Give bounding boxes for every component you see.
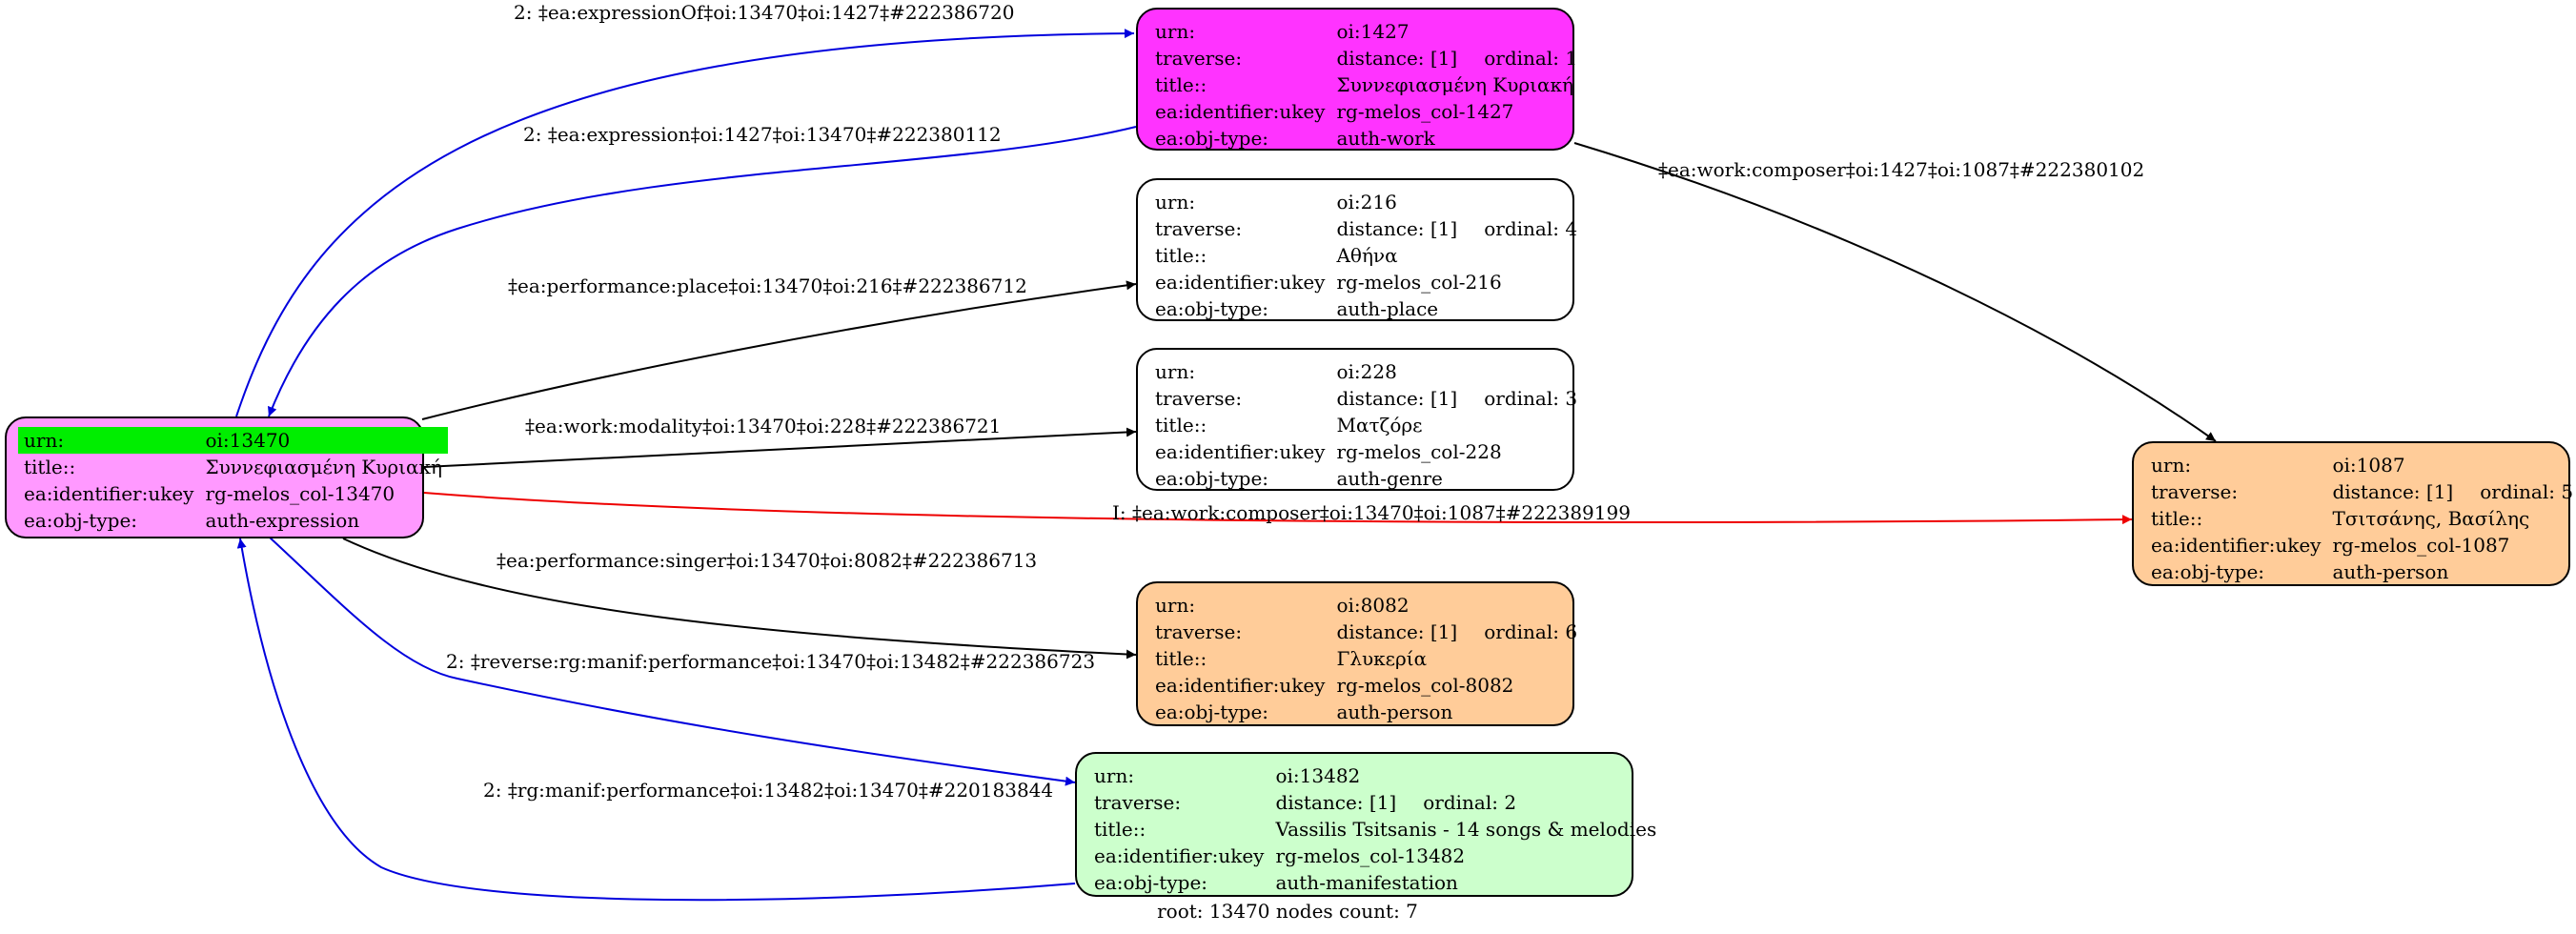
field-label: traverse:	[1155, 217, 1243, 240]
field-label: ea:identifier:ukey	[1155, 674, 1326, 697]
field-row-urn: urn: oi:13470	[18, 427, 448, 454]
field-value-ukey: rg-melos_col-13482	[1275, 844, 1466, 867]
field-label: ea:obj-type:	[1155, 700, 1269, 723]
node-root-expression[interactable]: urn: oi:13470 title:: Συννεφιασμένη Κυρι…	[5, 416, 448, 538]
edge-performance-singer	[342, 538, 1137, 660]
edge-label-manif-performance: 2: ‡rg:manif:performance‡oi:13482‡oi:134…	[483, 779, 1053, 802]
edge-label-expressionOf: 2: ‡ea:expressionOf‡oi:13470‡oi:1427‡#22…	[514, 1, 1014, 24]
field-label: title::	[1155, 414, 1207, 437]
field-label: ea:obj-type:	[1155, 127, 1269, 150]
node-genre[interactable]: urn: oi:228 traverse: distance: [1]ordin…	[1136, 348, 1577, 491]
field-label: traverse:	[1155, 47, 1243, 70]
field-label: ea:identifier:ukey	[1155, 100, 1326, 123]
field-row-title: title:: Συννεφιασμένη Κυριακή	[18, 454, 448, 480]
field-value-urn: oi:1087	[2332, 454, 2405, 477]
edge-label-performance-singer: ‡ea:performance:singer‡oi:13470‡oi:8082‡…	[497, 549, 1037, 572]
field-value-ukey: rg-melos_col-216	[1336, 271, 1502, 294]
field-value-title: Ματζόρε	[1336, 414, 1423, 437]
field-value-traverse: distance: [1]ordinal: 1	[1336, 47, 1578, 70]
field-row-ukey: ea:identifier:ukey rg-melos_col-13470	[18, 480, 448, 507]
field-label: urn:	[1155, 594, 1196, 617]
field-value-ukey: rg-melos_col-13470	[205, 482, 396, 505]
field-value-urn: oi:13482	[1275, 764, 1361, 787]
field-value-objtype: auth-person	[1336, 700, 1453, 723]
field-label: urn:	[1155, 360, 1196, 383]
field-label: ea:identifier:ukey	[1155, 440, 1326, 463]
field-label: ea:identifier:ukey	[2151, 534, 2322, 557]
edge-label-work-modality: ‡ea:work:modality‡oi:13470‡oi:228‡#22238…	[525, 415, 1001, 437]
field-label: ea:obj-type:	[1155, 297, 1269, 320]
edge-expressionOf	[235, 29, 1135, 417]
field-value-urn: oi:216	[1336, 191, 1397, 213]
field-value-objtype: auth-work	[1336, 127, 1435, 150]
field-value-ukey: rg-melos_col-1087	[2332, 534, 2510, 557]
edge-work-modality	[423, 427, 1137, 468]
field-value-traverse: distance: [1]ordinal: 3	[1336, 387, 1578, 410]
edge-work-composer	[1573, 142, 2217, 442]
field-label: title::	[1094, 818, 1146, 841]
field-value-title: Vassilis Tsitsanis - 14 songs & melodies	[1275, 818, 1657, 841]
field-label: ea:obj-type:	[1094, 871, 1208, 894]
field-label: urn:	[2151, 454, 2192, 477]
field-label: ea:identifier:ukey	[24, 482, 194, 505]
edge-performance-place	[421, 280, 1137, 420]
field-value-objtype: auth-expression	[205, 509, 360, 532]
field-label: ea:obj-type:	[1155, 467, 1269, 490]
field-label: ea:obj-type:	[24, 509, 138, 532]
field-label: traverse:	[2151, 480, 2239, 503]
field-value-title: Συννεφιασμένη Κυριακή	[205, 456, 442, 478]
node-manifestation[interactable]: urn: oi:13482 traverse: distance: [1]ord…	[1075, 752, 1656, 897]
node-work[interactable]: urn: oi:1427 traverse: distance: [1]ordi…	[1136, 8, 1577, 151]
edge-manif-performance	[236, 538, 1076, 902]
field-value-urn: oi:13470	[199, 427, 448, 454]
edge-label-expression: 2: ‡ea:expression‡oi:1427‡oi:13470‡#2223…	[523, 123, 1002, 146]
field-value-traverse: distance: [1]ordinal: 6	[1336, 620, 1578, 643]
field-label: title::	[1155, 73, 1207, 96]
field-label: urn:	[18, 427, 200, 454]
field-value-objtype: auth-manifestation	[1275, 871, 1458, 894]
field-value-ukey: rg-melos_col-228	[1336, 440, 1502, 463]
field-value-title: Συννεφιασμένη Κυριακή	[1336, 73, 1573, 96]
edge-label-reverse-manif: 2: ‡reverse:rg:manif:performance‡oi:1347…	[446, 650, 1095, 673]
field-value-traverse: distance: [1]ordinal: 5	[2332, 480, 2574, 503]
field-label: traverse:	[1155, 387, 1243, 410]
field-value-title: Αθήνα	[1336, 244, 1398, 267]
field-label: urn:	[1094, 764, 1135, 787]
field-value-objtype: auth-person	[2332, 560, 2449, 583]
edge-composer-inferred	[423, 492, 2133, 525]
field-row-objtype: ea:obj-type: auth-expression	[18, 507, 448, 534]
field-label: traverse:	[1155, 620, 1243, 643]
field-label: title::	[24, 456, 76, 478]
field-value-objtype: auth-genre	[1336, 467, 1443, 490]
edge-label-work-composer: ‡ea:work:composer‡oi:1427‡oi:1087‡#22238…	[1658, 158, 2144, 181]
field-value-title: Τσιτσάνης, Βασίλης	[2332, 507, 2530, 530]
edge-expression	[267, 126, 1137, 417]
field-value-urn: oi:8082	[1336, 594, 1410, 617]
field-label: ea:obj-type:	[2151, 560, 2265, 583]
field-label: title::	[2151, 507, 2203, 530]
field-label: ea:identifier:ukey	[1094, 844, 1265, 867]
graph-footer: root: 13470 nodes count: 7	[1157, 900, 1418, 923]
field-value-objtype: auth-place	[1336, 297, 1439, 320]
field-value-title: Γλυκερία	[1336, 647, 1428, 670]
field-label: ea:identifier:ukey	[1155, 271, 1326, 294]
field-value-traverse: distance: [1]ordinal: 2	[1275, 791, 1517, 814]
field-label: urn:	[1155, 191, 1196, 213]
node-composer[interactable]: urn: oi:1087 traverse: distance: [1]ordi…	[2132, 441, 2573, 586]
field-label: traverse:	[1094, 791, 1182, 814]
edge-label-composer-inferred: I: ‡ea:work:composer‡oi:13470‡oi:1087‡#2…	[1112, 501, 1631, 524]
edge-label-performance-place: ‡ea:performance:place‡oi:13470‡oi:216‡#2…	[508, 274, 1027, 297]
node-place[interactable]: urn: oi:216 traverse: distance: [1]ordin…	[1136, 178, 1577, 321]
field-value-ukey: rg-melos_col-1427	[1336, 100, 1514, 123]
field-label: title::	[1155, 647, 1207, 670]
edge-reverse-manif	[268, 536, 1076, 786]
field-label: title::	[1155, 244, 1207, 267]
node-singer[interactable]: urn: oi:8082 traverse: distance: [1]ordi…	[1136, 581, 1577, 726]
field-value-traverse: distance: [1]ordinal: 4	[1336, 217, 1578, 240]
field-label: urn:	[1155, 20, 1196, 43]
field-value-urn: oi:1427	[1336, 20, 1410, 43]
field-value-ukey: rg-melos_col-8082	[1336, 674, 1514, 697]
field-value-urn: oi:228	[1336, 360, 1397, 383]
